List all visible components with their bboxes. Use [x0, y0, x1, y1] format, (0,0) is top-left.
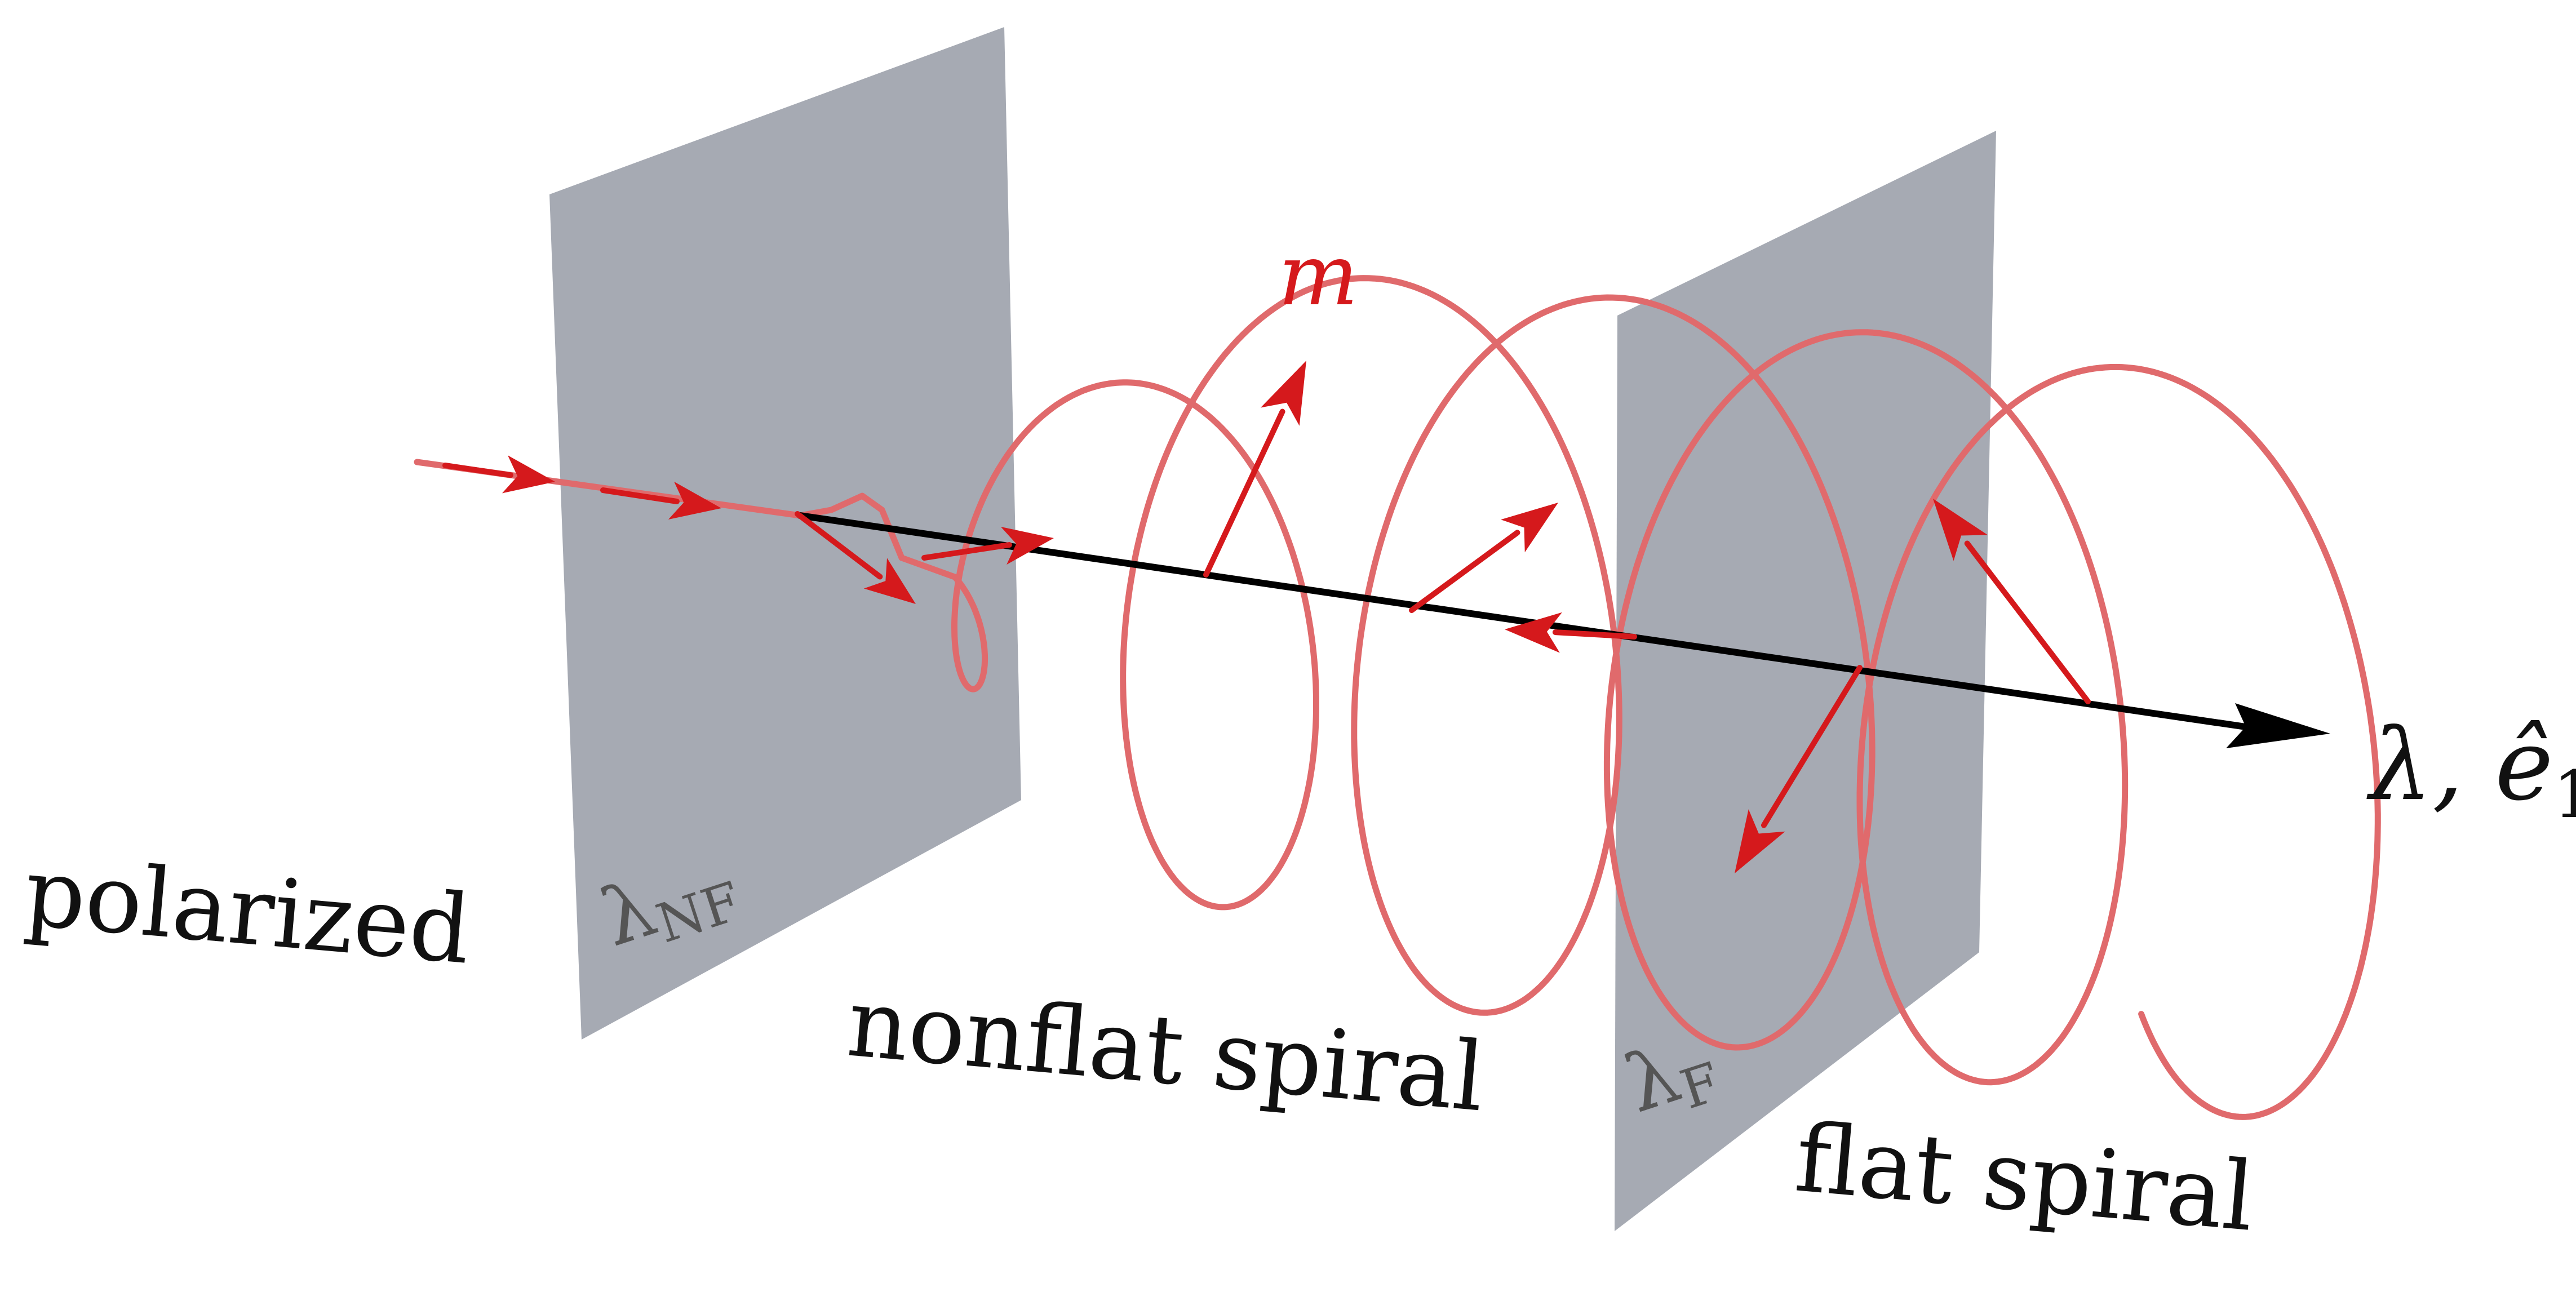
flat-spiral-label: flat spiral: [1792, 1103, 2259, 1253]
nonflat-spiral-label: nonflat spiral: [844, 967, 1489, 1133]
vector-nonflat-4: [1409, 503, 1558, 613]
vector-nonflat-1: [795, 511, 916, 604]
vector-flat-1-arrowhead: [1505, 612, 1562, 653]
vector-nonflat-3-arrowhead: [1260, 361, 1306, 426]
magnetization-spiral: [414, 275, 2381, 1120]
vector-flat-3-arrowhead: [1933, 499, 1988, 561]
vector-nonflat-3: [1203, 361, 1306, 578]
magnetization-vectors: [442, 361, 2091, 873]
vector-nonflat-1-arrowhead: [863, 558, 916, 604]
axis-label-lambda: λ,: [2366, 708, 2495, 823]
vector-flat-3-shaft: [1964, 540, 2091, 704]
axis-label-e-hat: ê: [2495, 708, 2553, 823]
vector-nonflat-2: [921, 526, 1054, 565]
vector-flat-2-arrowhead: [1735, 809, 1785, 873]
axis-arrowhead: [2226, 703, 2330, 748]
nonflat-plane: [549, 27, 1021, 1040]
vector-flat-1: [1505, 612, 1637, 653]
vector-polarized-1: [442, 455, 555, 494]
vector-polarized-2: [600, 481, 721, 520]
propagation-axis: [797, 512, 2330, 748]
axis-label: λ, ê1: [2366, 708, 2576, 833]
polarized-label: polarized: [21, 837, 475, 985]
vector-polarized-1-arrowhead: [502, 455, 555, 494]
spiral-curve: [414, 275, 2381, 1120]
vector-nonflat-2-arrowhead: [1000, 526, 1054, 565]
flat-plane: [1615, 131, 1996, 1231]
vector-flat-3: [1933, 499, 2091, 704]
vector-nonflat-3-shaft: [1203, 408, 1285, 578]
vector-flat-1-shaft: [1552, 629, 1637, 640]
vector-flat-2: [1735, 665, 1863, 873]
axis-label-subscript: 1: [2553, 757, 2576, 833]
vector-nonflat-1-shaft: [795, 511, 883, 580]
vector-nonflat-4-shaft: [1409, 530, 1520, 613]
vector-nonflat-4-arrowhead: [1501, 503, 1558, 553]
magnetization-label: m: [1278, 227, 1358, 325]
vector-flat-2-shaft: [1761, 665, 1863, 828]
vector-nonflat-2-shaft: [921, 542, 1012, 561]
vector-polarized-1-shaft: [442, 463, 513, 478]
vector-polarized-2-arrowhead: [668, 481, 721, 520]
vector-polarized-2-shaft: [600, 487, 680, 504]
axis-line: [797, 512, 2249, 730]
